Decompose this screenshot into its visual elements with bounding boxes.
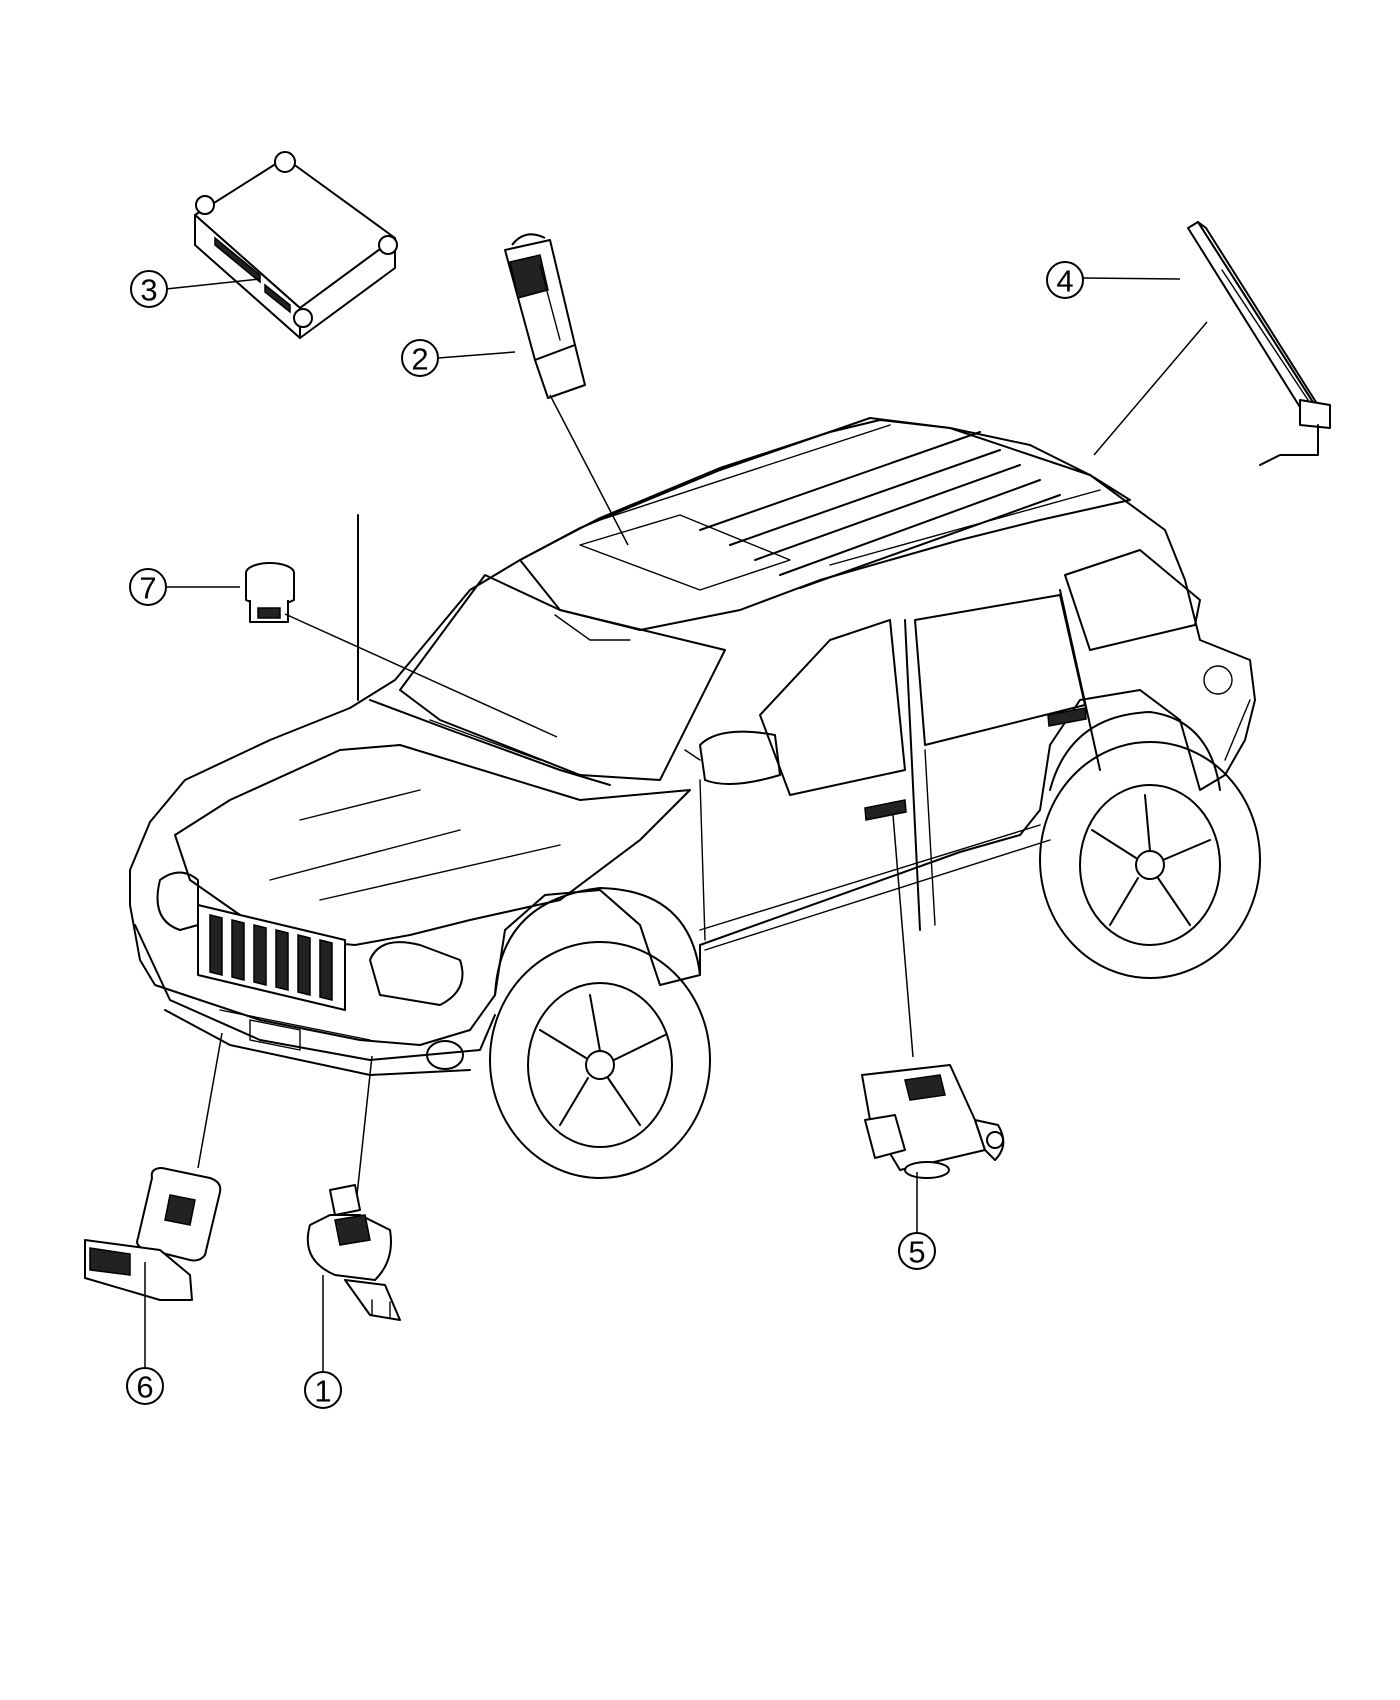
bracket-sensor-illustration xyxy=(84,1167,222,1301)
callout-1-label: 1 xyxy=(314,1374,331,1409)
round-sensor-illustration xyxy=(245,562,295,623)
control-module-illustration xyxy=(194,151,398,339)
callout-4-label: 4 xyxy=(1056,264,1073,299)
front-impact-sensor-illustration xyxy=(306,1184,401,1321)
callout-5-label: 5 xyxy=(908,1235,925,1270)
callout-6: 6 xyxy=(126,1367,164,1405)
callout-3-label: 3 xyxy=(140,273,157,308)
callout-5: 5 xyxy=(898,1232,936,1270)
impact-sensor-illustration xyxy=(504,233,586,399)
leader-lines xyxy=(144,277,1208,1372)
side-impact-sensor-illustration xyxy=(861,1064,1005,1179)
callout-2: 2 xyxy=(401,339,439,377)
callout-6-label: 6 xyxy=(136,1370,153,1405)
callout-7-label: 7 xyxy=(139,571,156,606)
callout-7: 7 xyxy=(129,568,167,606)
callout-1: 1 xyxy=(304,1371,342,1409)
callout-2-label: 2 xyxy=(411,342,428,377)
curtain-sensor-strip-illustration xyxy=(1187,221,1331,466)
callout-3: 3 xyxy=(130,270,168,308)
callout-4: 4 xyxy=(1046,261,1084,299)
vehicle-illustration xyxy=(129,417,1261,1179)
